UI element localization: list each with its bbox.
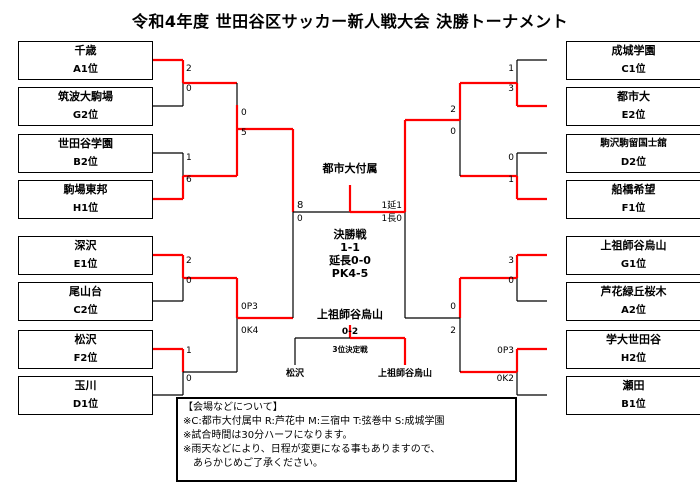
third-place-winner: 上祖師谷烏山 xyxy=(317,308,383,321)
notes-box: 【会場などについて】 ※C:都市大付属中 R:芦花中 M:三宿中 T:弦巻中 S… xyxy=(176,397,517,482)
team-name: 玉川 xyxy=(74,379,97,393)
team-name: 瀬田 xyxy=(622,379,645,393)
page-title: 令和4年度 世田谷区サッカー新人戦大会 決勝トーナメント xyxy=(131,12,569,31)
team-box: 松沢 F2位 xyxy=(18,330,153,369)
score-label: 1 xyxy=(186,346,192,356)
score-label: 0 xyxy=(241,108,247,118)
final-extra-time: 延長0-0 xyxy=(329,254,371,267)
team-name: 上祖師谷烏山 xyxy=(600,239,667,253)
score-label: 0K4 xyxy=(241,326,259,336)
notes-line: 【会場などについて】 xyxy=(183,402,283,413)
team-seed: F2位 xyxy=(73,352,98,364)
team-name: 学大世田谷 xyxy=(606,333,661,347)
score-label: 1 xyxy=(508,175,514,185)
score-label: 2 xyxy=(186,64,192,74)
team-name: 尾山台 xyxy=(69,285,102,299)
score-label: 1 xyxy=(186,153,192,163)
team-seed: F1位 xyxy=(621,202,646,214)
team-box: 瀬田 B1位 xyxy=(566,376,700,415)
team-box: 世田谷学園 B2位 xyxy=(18,134,153,173)
team-name: 松沢 xyxy=(74,333,97,347)
team-seed: G1位 xyxy=(620,258,647,270)
team-box: 駒場東邦 H1位 xyxy=(18,180,153,219)
score-label: 0 xyxy=(450,127,456,137)
score-label: 0 xyxy=(450,302,456,312)
score-label: 0P3 xyxy=(497,346,514,356)
notes-line: ※雨天などにより、日程が変更になる事もありますので、 xyxy=(183,444,441,455)
team-name: 深沢 xyxy=(74,239,97,253)
score-label: 1 xyxy=(508,64,514,74)
third-place-team-left: 松沢 xyxy=(286,367,305,379)
score-label: 2 xyxy=(450,326,456,336)
team-seed: G2位 xyxy=(72,109,99,121)
team-name: 船橋希望 xyxy=(611,183,656,197)
team-box: 船橋希望 F1位 xyxy=(566,180,700,219)
score-label: 5 xyxy=(241,128,247,138)
score-label: 1延1 xyxy=(382,199,402,211)
team-name: 成城学園 xyxy=(611,44,656,58)
team-box: 都市大 E2位 xyxy=(566,87,700,126)
team-name: 千歳 xyxy=(74,44,97,58)
team-box: 玉川 D1位 xyxy=(18,376,153,415)
final-label: 決勝戦 xyxy=(333,228,367,241)
team-name: 駒場東邦 xyxy=(63,183,108,197)
champion-label: 都市大付属 xyxy=(322,162,378,175)
score-label: 0P3 xyxy=(241,302,258,312)
final-pk: PK4-5 xyxy=(331,267,369,280)
team-name: 筑波大駒場 xyxy=(58,90,113,104)
score-label: 3 xyxy=(508,256,514,266)
score-label: 0 xyxy=(186,276,192,286)
team-seed: H1位 xyxy=(72,202,99,214)
team-seed: D1位 xyxy=(72,398,99,410)
team-seed: D2位 xyxy=(620,156,647,168)
team-box: 深沢 E1位 xyxy=(18,236,153,275)
score-label: 2 xyxy=(186,256,192,266)
team-name: 都市大 xyxy=(617,90,650,104)
team-box: 成城学園 C1位 xyxy=(566,41,700,80)
team-box: 尾山台 C2位 xyxy=(18,282,153,321)
team-name: 芦花緑丘桜木 xyxy=(600,285,667,299)
score-label: 0 xyxy=(508,276,514,286)
score-label: 6 xyxy=(186,175,192,185)
team-box: 学大世田谷 H2位 xyxy=(566,330,700,369)
team-seed: E2位 xyxy=(621,109,646,121)
score-label: 0 xyxy=(508,153,514,163)
team-seed: B2位 xyxy=(73,156,98,168)
team-seed: A2位 xyxy=(621,304,646,316)
notes-line: あらかじめご了承ください。 xyxy=(183,458,323,469)
score-label: 2 xyxy=(450,105,456,115)
team-box: 駒沢駒留国士舘 D2位 xyxy=(566,134,700,173)
notes-line: ※C:都市大付属中 R:芦花中 M:三宿中 T:弦巻中 S:成城学園 xyxy=(183,416,445,427)
score-label: 0 xyxy=(186,84,192,94)
team-name: 駒沢駒留国士舘 xyxy=(600,138,667,150)
team-name: 世田谷学園 xyxy=(58,137,113,151)
notes-line: ※試合時間は30分ハーフになります。 xyxy=(183,430,353,441)
team-seed: E1位 xyxy=(73,258,98,270)
team-box: 千歳 A1位 xyxy=(18,41,153,80)
score-label: 8 xyxy=(297,200,303,211)
team-seed: H2位 xyxy=(620,352,647,364)
third-place-team-right: 上祖師谷烏山 xyxy=(378,367,432,379)
final-result: 決勝戦 1-1 延長0-0 PK4-5 xyxy=(300,228,400,280)
team-seed: C1位 xyxy=(621,63,646,75)
score-label: 0 xyxy=(297,214,303,224)
score-label: 1長0 xyxy=(382,213,403,224)
score-label: 3 xyxy=(508,84,514,94)
score-label: 0 xyxy=(186,374,192,384)
team-box: 芦花緑丘桜木 A2位 xyxy=(566,282,700,321)
team-seed: A1位 xyxy=(73,63,98,75)
team-seed: C2位 xyxy=(73,304,98,316)
third-place-label: 3位決定戦 xyxy=(332,344,368,354)
final-score: 1-1 xyxy=(340,241,360,254)
team-box: 筑波大駒場 G2位 xyxy=(18,87,153,126)
score-label: 0K2 xyxy=(497,374,514,384)
team-seed: B1位 xyxy=(621,398,646,410)
team-box: 上祖師谷烏山 G1位 xyxy=(566,236,700,275)
third-place-score: 0-2 xyxy=(342,327,358,337)
